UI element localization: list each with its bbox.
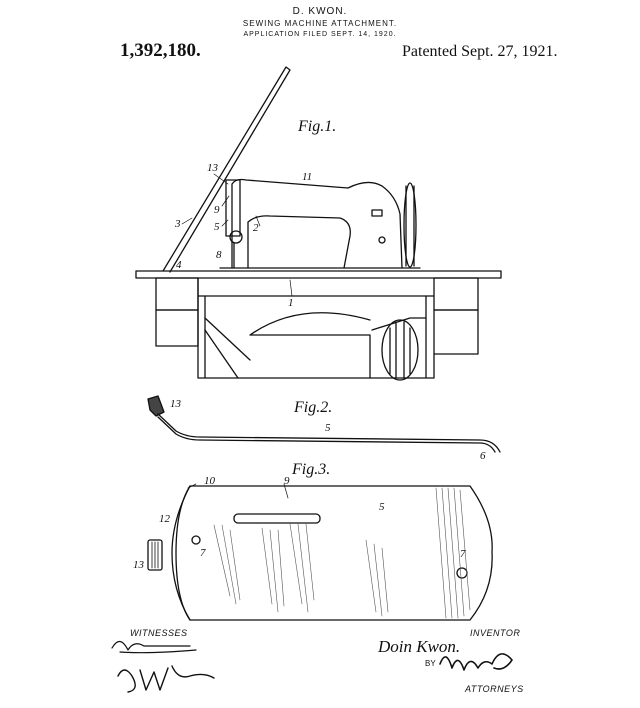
fig1-leader-lines bbox=[181, 173, 293, 297]
fig1-ref-4: 4 bbox=[176, 259, 182, 271]
fig1-table-top bbox=[135, 270, 502, 279]
inventor-signature: Doin Kwon. bbox=[378, 637, 461, 656]
fig3-slot bbox=[233, 513, 321, 524]
fig1-drawing: Fig.1. 13 bbox=[135, 66, 502, 381]
fig1-ref-1: 1 bbox=[288, 297, 294, 309]
fig3-leader-lines bbox=[187, 483, 289, 499]
fig2-ref-13: 13 bbox=[170, 398, 182, 410]
fig1-ref-3: 3 bbox=[174, 218, 181, 230]
fig1-left-drawer-lower bbox=[155, 309, 199, 347]
fig2-label: Fig.2. bbox=[293, 399, 332, 416]
patent-inventor-header: D. KWON. bbox=[292, 6, 348, 17]
fig1-arm-inner bbox=[247, 215, 351, 269]
fig1-ref-11: 11 bbox=[302, 171, 312, 183]
fig1-name-plate bbox=[371, 209, 383, 217]
fig1-left-drawer-upper bbox=[155, 277, 199, 311]
fig1-tension-knob bbox=[229, 230, 243, 244]
fig1-needle-head bbox=[225, 179, 241, 237]
fig3-ref-7-left: 7 bbox=[200, 547, 206, 559]
fig2-clip-head bbox=[147, 395, 165, 417]
fig3-label: Fig.3. bbox=[291, 461, 330, 478]
fig3-ref-5: 5 bbox=[379, 501, 385, 513]
fig1-ref-5: 5 bbox=[214, 221, 220, 233]
fig3-clip bbox=[147, 539, 163, 571]
attorney-signature bbox=[439, 653, 513, 671]
fig2-ref-5: 5 bbox=[325, 422, 331, 434]
fig1-ref-13: 13 bbox=[207, 162, 219, 174]
fig3-drawing: Fig.3. 10 9 5 12 7 13 7 bbox=[133, 461, 493, 621]
fig3-ref-10: 10 bbox=[204, 475, 216, 487]
fig3-ref-12: 12 bbox=[159, 513, 171, 525]
patent-title: SEWING MACHINE ATTACHMENT. bbox=[242, 19, 398, 28]
application-filed-date: APPLICATION FILED SEPT. 14, 1920. bbox=[243, 31, 397, 38]
fig1-ref-2: 2 bbox=[253, 222, 259, 234]
fig1-stitch-knob bbox=[378, 236, 386, 244]
fig3-hole-left bbox=[191, 535, 201, 545]
fig3-cover-left-band bbox=[171, 485, 191, 621]
fig1-label: Fig.1. bbox=[297, 118, 336, 135]
fig3-clip-ribs bbox=[151, 541, 159, 569]
fig2-drawing: Fig.2. 13 5 6 bbox=[147, 395, 501, 462]
fig1-ref-8: 8 bbox=[216, 249, 222, 261]
witness-2-signature bbox=[117, 665, 215, 693]
fig1-frame bbox=[197, 277, 435, 379]
fig1-right-drawer-upper bbox=[433, 277, 479, 311]
fig1-attachment-rod bbox=[162, 66, 291, 273]
witnesses-label: WITNESSES bbox=[130, 628, 188, 638]
fig3-shading bbox=[213, 487, 471, 619]
witness-1-signature bbox=[111, 640, 197, 654]
fig1-ref-9: 9 bbox=[214, 204, 220, 216]
fig3-hole-right bbox=[456, 567, 468, 579]
patent-number: 1,392,180. bbox=[120, 40, 201, 61]
attorneys-label: ATTORNEYS bbox=[465, 684, 524, 694]
fig3-ref-9: 9 bbox=[284, 475, 290, 487]
fig2-ref-6: 6 bbox=[480, 450, 486, 462]
patented-date: Patented Sept. 27, 1921. bbox=[402, 43, 558, 60]
fig3-ref-7-right: 7 bbox=[460, 548, 466, 560]
fig1-balance-wheel-edge bbox=[405, 185, 415, 267]
fig2-wire bbox=[157, 413, 501, 453]
by-label: BY bbox=[425, 659, 436, 668]
fig1-right-drawer-lower bbox=[433, 309, 479, 355]
fig1-treadle-wheel bbox=[381, 319, 419, 381]
fig3-cover-outline bbox=[175, 485, 493, 621]
inventor-label: INVENTOR bbox=[470, 628, 521, 638]
fig1-treadle-spokes bbox=[389, 321, 411, 379]
fig1-treadle-frame bbox=[204, 312, 427, 379]
fig1-balance-wheel bbox=[403, 182, 417, 268]
fig3-ref-13: 13 bbox=[133, 559, 145, 571]
